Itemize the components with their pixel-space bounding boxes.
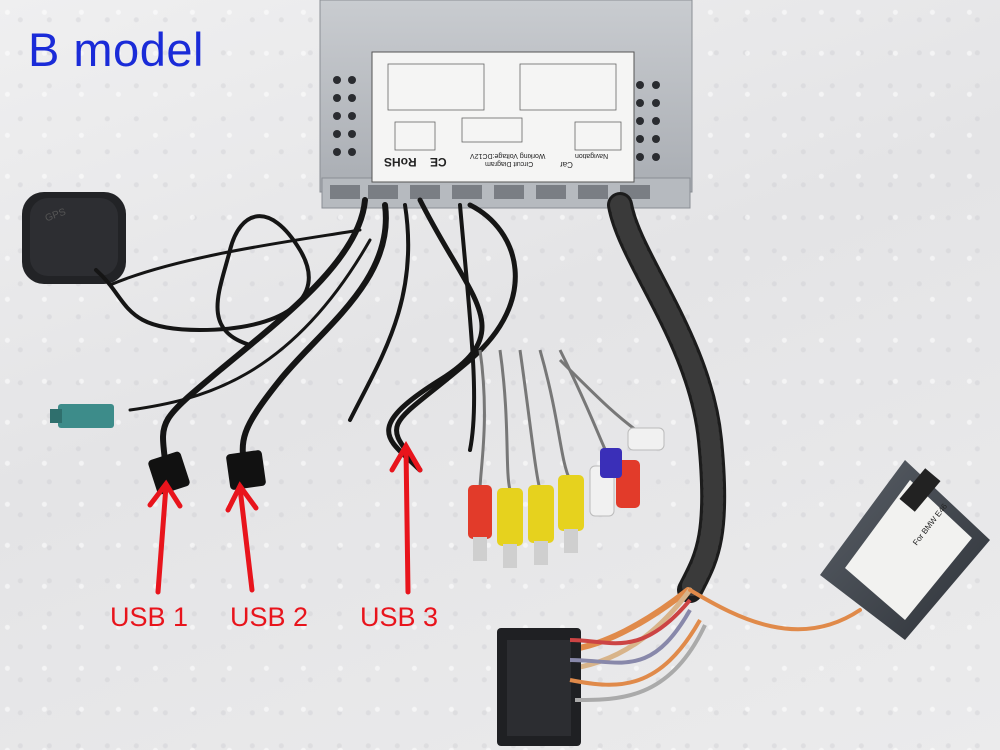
fakra-connector	[50, 404, 114, 428]
usb3-label: USB 3	[360, 602, 439, 632]
usb2-arrow-head	[225, 481, 259, 513]
iso-connector	[497, 598, 707, 746]
black-cables	[94, 197, 518, 473]
sticker-line3: Working Voltage:DC12V	[470, 152, 546, 159]
sticker-line1: Navigation	[575, 152, 609, 159]
usb1-arrow-shaft	[155, 483, 169, 595]
gps-antenna	[22, 192, 126, 284]
canbus-decoder	[820, 460, 990, 640]
usb2-label: USB 2	[230, 602, 309, 632]
model-title: B model	[28, 23, 204, 76]
usb3-arrow-head	[389, 441, 423, 473]
usb-plugs	[148, 450, 266, 495]
sticker-brand: Car	[560, 160, 573, 169]
usb-arrows	[147, 441, 423, 595]
ce-mark: CE	[430, 155, 447, 169]
head-unit	[319, 0, 693, 209]
usb1-label: USB 1	[110, 602, 189, 632]
usb1-arrow-head	[147, 479, 183, 509]
sticker-line2: Circuit Diagram	[485, 160, 534, 167]
rear-ports	[330, 185, 650, 199]
usb3-arrow-shaft	[403, 445, 411, 595]
rca-plugs	[468, 349, 665, 568]
rohs-mark: RoHS	[384, 155, 417, 169]
vent-holes	[333, 76, 660, 161]
braided-harness	[557, 192, 862, 673]
usb2-arrow-shaft	[237, 485, 255, 593]
